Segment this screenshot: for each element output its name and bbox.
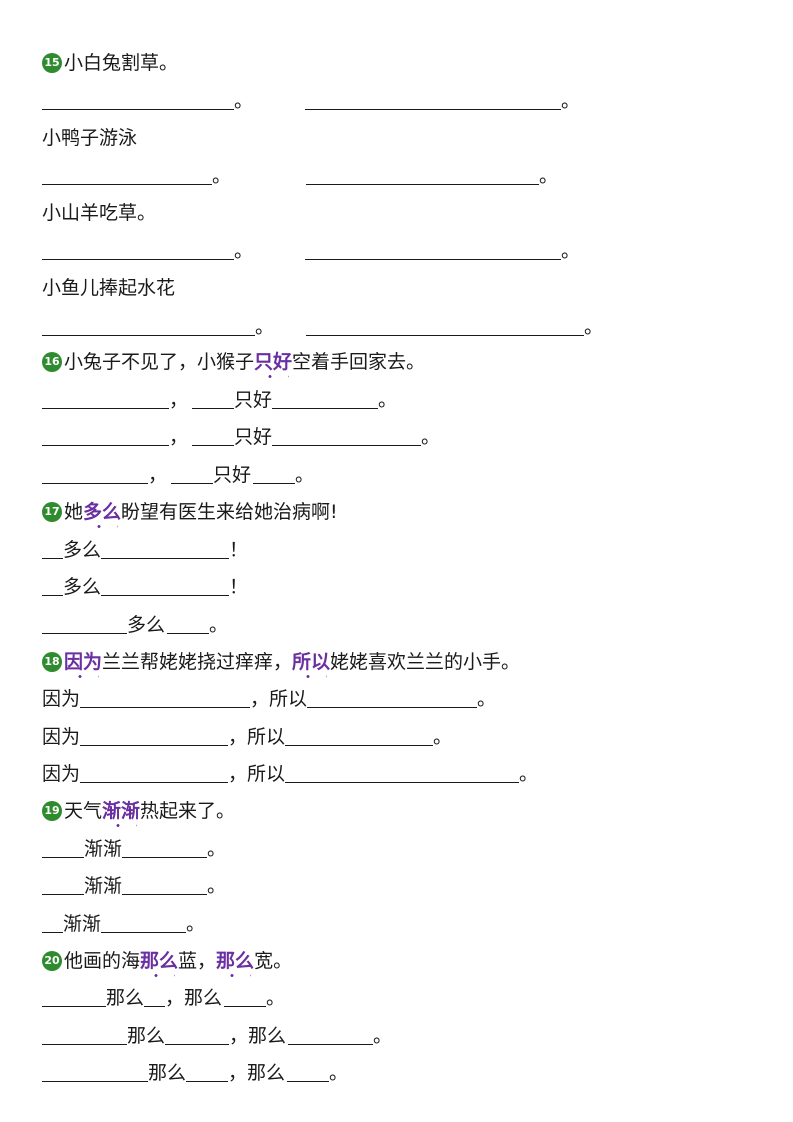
q18-answer-row-3: 因为 ，所以 。 [42,763,539,785]
answer-blank[interactable] [42,317,255,336]
answer-blank[interactable] [42,914,63,933]
answer-blank[interactable] [122,876,208,895]
answer-blank[interactable] [171,465,214,484]
answer-blank[interactable] [272,427,422,446]
answer-blank[interactable] [42,91,234,110]
q17-answer-row-2: 多么 ！ [42,570,248,598]
answer-blank[interactable] [122,839,208,858]
q15-item-1: 小鸭子游泳 [42,127,138,149]
answer-blank[interactable] [253,465,296,484]
q15-answer-row-4: 。 。 [42,310,603,338]
answer-blank[interactable] [101,914,187,933]
q17-answer-row-1: 多么 ！ [42,533,248,561]
answer-blank[interactable] [101,577,230,596]
q19-keyword: 渐渐 [102,800,141,827]
q20-number: 20 [42,951,62,971]
q19-answer-row-3: 渐渐 。 [42,907,205,935]
answer-blank[interactable] [101,540,230,559]
q15-answer-row-2: 。 。 [42,159,558,187]
q19-answer-row-2: 渐渐 。 [42,869,226,897]
q16-answer-row-1: ， 只好 。 [42,383,397,411]
q18-answer-row-2: 因为 ，所以 。 [42,726,453,748]
answer-blank[interactable] [285,764,520,783]
answer-blank[interactable] [192,427,235,446]
answer-blank[interactable] [165,1026,230,1045]
answer-blank[interactable] [224,988,267,1007]
q20-answer-row-1: 那么 ，那么 。 [42,981,285,1009]
answer-blank[interactable] [42,427,169,446]
answer-blank[interactable] [42,988,106,1007]
answer-blank[interactable] [186,1063,229,1082]
answer-blank[interactable] [305,91,562,110]
q15-answer-row-3: 。 。 [42,234,580,262]
q18-keyword-because: 因为 [64,651,103,678]
answer-blank[interactable] [42,241,234,260]
q20-keyword-1: 那么 [140,950,179,977]
answer-blank[interactable] [272,390,379,409]
q17-keyword: 多么 [83,501,122,528]
q18-keyword-so: 所以 [292,651,331,678]
answer-blank[interactable] [285,727,434,746]
answer-blank[interactable] [42,465,148,484]
q17-number: 17 [42,502,62,522]
answer-blank[interactable] [42,577,63,596]
answer-blank[interactable] [42,615,127,634]
q16-prompt: 16 小兔子不见了，小猴子 只好 空着手回家去。 [42,345,425,378]
q19-number: 19 [42,801,62,821]
answer-blank[interactable] [80,764,229,783]
q18-prompt: 18 因为 兰兰帮姥姥挠过痒痒， 所以 姥姥喜欢兰兰的小手。 [42,645,520,678]
answer-blank[interactable] [167,615,210,634]
q18-answer-row-1: 因为 ，所以 。 [42,688,497,710]
answer-blank[interactable] [42,876,84,895]
answer-blank[interactable] [80,727,229,746]
answer-blank[interactable] [306,166,540,185]
q15-item-2: 小山羊吃草。 [42,202,157,224]
answer-blank[interactable] [192,390,235,409]
answer-blank[interactable] [42,839,84,858]
q15-prompt: 15 小白兔割草。 [42,46,178,74]
answer-blank[interactable] [42,1026,127,1045]
q15-item-3: 小鱼儿捧起水花 [42,277,176,299]
q17-answer-row-3: 多么 。 [42,608,228,636]
answer-blank[interactable] [80,689,251,708]
q19-answer-row-1: 渐渐 。 [42,832,226,860]
q20-answer-row-3: 那么 ，那么 。 [42,1056,348,1084]
q16-answer-row-2: ， 只好 。 [42,420,440,448]
answer-blank[interactable] [307,689,478,708]
q16-answer-row-3: ， 只好 。 [42,458,314,486]
q19-prompt: 19 天气 渐渐 热起来了。 [42,794,235,827]
q20-prompt: 20 他画的海 那么 蓝， 那么 宽。 [42,944,292,977]
answer-blank[interactable] [42,1063,148,1082]
answer-blank[interactable] [306,317,585,336]
q16-number: 16 [42,352,62,372]
answer-blank[interactable] [305,241,562,260]
q16-keyword: 只好 [254,351,293,378]
q15-number: 15 [42,53,62,73]
answer-blank[interactable] [42,540,63,559]
q15-answer-row-1: 。 。 [42,84,580,112]
answer-blank[interactable] [42,166,212,185]
q17-prompt: 17 她 多么 盼望有医生来给她治病啊! [42,495,338,528]
answer-blank[interactable] [287,1063,330,1082]
answer-blank[interactable] [144,988,166,1007]
q20-keyword-2: 那么 [216,950,255,977]
q18-number: 18 [42,652,62,672]
answer-blank[interactable] [42,390,169,409]
q20-answer-row-2: 那么 ，那么 。 [42,1019,392,1047]
answer-blank[interactable] [288,1026,374,1045]
